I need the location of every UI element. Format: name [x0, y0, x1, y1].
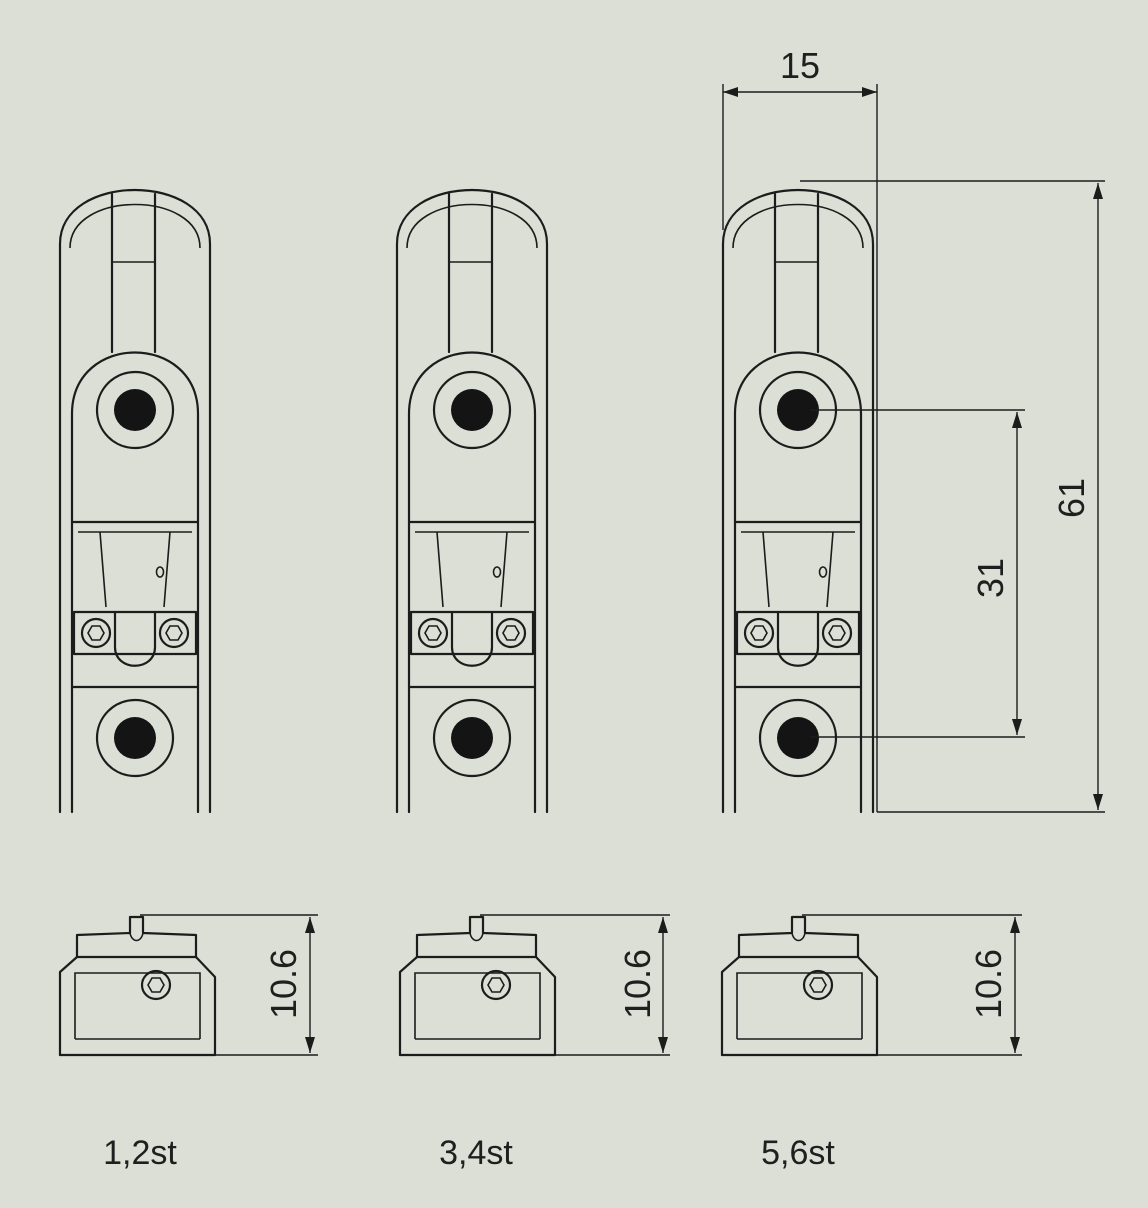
- caption-1: 1,2st: [103, 1134, 177, 1172]
- height-label-3: 10.6: [968, 949, 1009, 1019]
- hole-spacing-dimension: 31: [810, 409, 1025, 738]
- height-label-1: 10.6: [263, 949, 304, 1019]
- top-view-3: [721, 188, 875, 814]
- total-length-dimension: 61: [800, 180, 1105, 813]
- height-label-2: 10.6: [617, 949, 658, 1019]
- side-view-1: 10.6: [58, 914, 318, 1057]
- caption-3: 5,6st: [761, 1134, 835, 1172]
- hole-spacing-label: 31: [970, 558, 1011, 598]
- caption-2: 3,4st: [439, 1134, 513, 1172]
- side-view-2: 10.6: [398, 914, 670, 1057]
- side-view-3: 10.6: [720, 914, 1022, 1057]
- top-view-2: [395, 188, 549, 814]
- top-view-1: [58, 188, 212, 814]
- total-length-label: 61: [1051, 478, 1092, 518]
- width-dimension: 15: [722, 45, 878, 812]
- width-label: 15: [780, 45, 820, 86]
